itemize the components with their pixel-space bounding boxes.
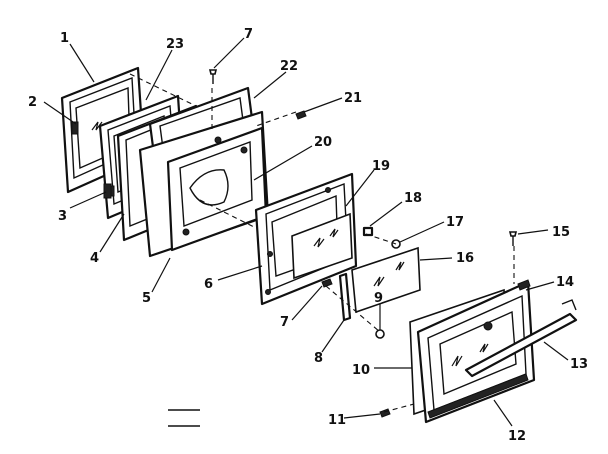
part-11-screw	[379, 408, 391, 418]
leader-lines	[43, 37, 569, 427]
part-3-bracket	[103, 183, 112, 199]
callout-22: 22	[280, 59, 298, 74]
callout-8: 8	[314, 351, 323, 366]
part-19-inner-glass	[291, 212, 353, 280]
part-15-screw	[508, 231, 518, 246]
callout-13: 13	[570, 357, 588, 372]
callout-11: 11	[328, 413, 346, 428]
callouts: 1 2 3 4 5 6 7 7 8 9 10 11 12 13 14 15 16…	[28, 27, 588, 444]
callout-14: 14	[556, 275, 574, 290]
callout-23: 23	[166, 37, 184, 52]
callout-15: 15	[552, 225, 570, 240]
alignment-lines	[129, 73, 515, 413]
callout-19: 19	[372, 159, 390, 174]
callout-10: 10	[352, 363, 370, 378]
callout-7-lower: 7	[280, 315, 289, 330]
callout-5: 5	[142, 291, 151, 306]
callout-7-top: 7	[244, 27, 253, 42]
part-16-glass-pane	[351, 246, 421, 314]
part-7-screw-top	[208, 69, 218, 84]
part-8-strip	[338, 272, 352, 322]
callout-18: 18	[404, 191, 422, 206]
part-9-nut	[375, 329, 385, 339]
callout-20: 20	[314, 135, 332, 150]
bottom-marks	[168, 409, 200, 427]
part-18-clip	[362, 226, 374, 237]
part-21-screw	[295, 110, 307, 120]
callout-16: 16	[456, 251, 474, 266]
part-14-bracket	[517, 279, 531, 291]
part-13-door-handle	[464, 299, 578, 378]
callout-9: 9	[374, 291, 383, 306]
callout-12: 12	[508, 429, 526, 444]
callout-4: 4	[90, 251, 99, 266]
callout-3: 3	[58, 209, 67, 224]
part-7-screw-lower	[321, 278, 333, 288]
callout-1: 1	[60, 31, 69, 46]
callout-17: 17	[446, 215, 464, 230]
part-12-outer-door	[416, 280, 536, 424]
callout-21: 21	[344, 91, 362, 106]
callout-6: 6	[204, 277, 213, 292]
callout-2: 2	[28, 95, 37, 110]
